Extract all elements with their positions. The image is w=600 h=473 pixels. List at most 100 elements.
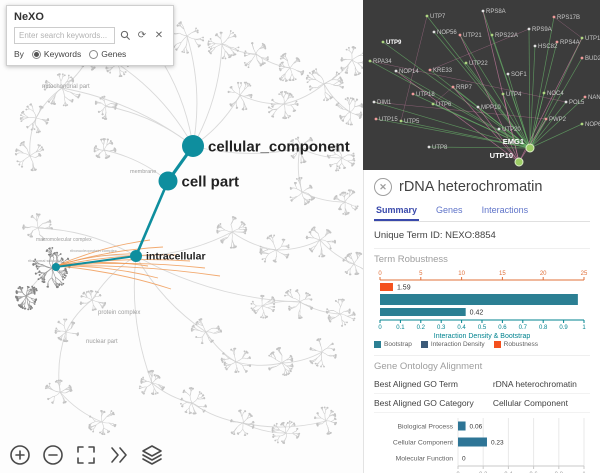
tree-node[interactable] <box>52 263 60 271</box>
network-node[interactable]: UTP6 <box>431 102 452 108</box>
network-node[interactable]: EMG1 <box>503 137 535 153</box>
radio-keywords[interactable]: Keywords <box>31 49 82 59</box>
app-title: NeXO <box>14 11 44 23</box>
svg-text:0.3: 0.3 <box>437 325 446 331</box>
network-node[interactable]: NOP14 <box>394 69 420 75</box>
network-node[interactable]: PWP2 <box>544 117 567 123</box>
svg-text:cell part: cell part <box>182 173 240 190</box>
tree-term-label: ribonucleoprotein complex <box>70 248 117 253</box>
network-node[interactable]: NOP6 <box>580 122 600 128</box>
network-node[interactable]: UTP8 <box>427 145 448 151</box>
svg-text:0.42: 0.42 <box>470 310 484 317</box>
tree-node[interactable]: cellular_component <box>182 135 350 157</box>
network-node[interactable]: UTP22 <box>464 61 489 67</box>
network-node[interactable]: DIM1 <box>372 100 392 106</box>
network-node[interactable]: NOP56 <box>432 30 458 36</box>
svg-text:HSC82: HSC82 <box>538 44 558 50</box>
search-icon[interactable] <box>118 29 132 43</box>
search-mode-group: By Keywords Genes <box>14 49 166 59</box>
tree-node[interactable]: cell part <box>158 171 240 191</box>
svg-text:UTP20: UTP20 <box>502 127 521 133</box>
svg-text:PWP2: PWP2 <box>549 117 567 123</box>
svg-text:0: 0 <box>462 456 466 463</box>
network-node[interactable]: UTP15 <box>374 117 399 123</box>
term-title: rDNA heterochromatin <box>399 179 543 195</box>
unique-term-label: Unique Term ID: <box>374 230 443 241</box>
table-row: Best Aligned GO Term rDNA heterochromati… <box>374 375 590 394</box>
search-input[interactable] <box>14 27 115 44</box>
network-node[interactable]: HSC82 <box>533 44 558 50</box>
go-term-label: Best Aligned GO Term <box>374 379 458 389</box>
layers-icon[interactable] <box>140 443 164 467</box>
clear-icon[interactable]: ✕ <box>154 29 164 41</box>
network-node[interactable]: UTP9 <box>381 40 402 46</box>
tab-genes[interactable]: Genes <box>436 205 463 215</box>
zoom-out-icon[interactable] <box>41 443 65 467</box>
svg-text:Interaction Density & Bootstra: Interaction Density & Bootstrap <box>434 333 531 340</box>
zoom-in-icon[interactable] <box>8 443 32 467</box>
tree-term-label: protein complex <box>98 310 140 316</box>
tab-summary[interactable]: Summary <box>374 203 420 221</box>
network-node[interactable]: RPS17B <box>552 15 580 21</box>
svg-text:0: 0 <box>378 325 382 331</box>
tree-node[interactable]: intracellular <box>130 250 206 263</box>
radio-genes-label: Genes <box>101 49 127 59</box>
svg-text:UTP8: UTP8 <box>432 145 448 151</box>
radio-keywords-circle <box>31 49 41 59</box>
svg-text:POL5: POL5 <box>569 100 585 106</box>
network-node[interactable]: RPS22A <box>490 33 518 39</box>
network-node[interactable]: UTP4 <box>501 92 522 98</box>
network-node[interactable]: RPS9A <box>527 27 552 33</box>
svg-text:UTP9: UTP9 <box>386 40 402 46</box>
svg-text:RPS8A: RPS8A <box>486 9 506 15</box>
network-node[interactable]: NAN1 <box>583 95 600 101</box>
network-node[interactable]: RPS4A <box>555 40 580 46</box>
svg-text:0.4: 0.4 <box>457 325 466 331</box>
fit-view-icon[interactable] <box>74 443 98 467</box>
network-node[interactable]: MPP10 <box>476 105 502 111</box>
network-node[interactable]: BUD21 <box>580 56 600 62</box>
network-node[interactable]: UTP13 <box>580 36 600 42</box>
bar-cellular-component <box>458 437 487 447</box>
svg-text:RPS17B: RPS17B <box>557 15 580 21</box>
svg-text:15: 15 <box>499 271 506 277</box>
svg-text:0.9: 0.9 <box>559 325 568 331</box>
network-node[interactable]: UTP10 <box>490 151 524 167</box>
network-node[interactable]: RRP7 <box>451 85 473 91</box>
network-node[interactable]: UTP7 <box>425 14 446 20</box>
network-node[interactable]: RPA34 <box>368 59 393 65</box>
radio-keywords-label: Keywords <box>43 49 82 59</box>
svg-text:UTP13: UTP13 <box>585 36 600 42</box>
network-node[interactable]: KRE33 <box>428 68 453 74</box>
svg-text:cellular_component: cellular_component <box>208 138 350 155</box>
network-node[interactable]: SOF1 <box>506 72 528 78</box>
network-node[interactable]: UTP21 <box>458 33 483 39</box>
network-node[interactable]: POL5 <box>564 100 585 106</box>
network-node[interactable]: UTP20 <box>497 127 522 133</box>
radio-genes-circle <box>89 49 99 59</box>
svg-text:1: 1 <box>582 325 586 331</box>
close-icon[interactable]: ✕ <box>374 178 392 196</box>
svg-text:0.5: 0.5 <box>478 325 487 331</box>
term-details-panel: ✕ rDNA heterochromatin Summary Genes Int… <box>363 170 600 473</box>
expand-icon[interactable] <box>107 443 131 467</box>
network-node[interactable]: UTP18 <box>411 92 436 98</box>
radio-genes[interactable]: Genes <box>89 49 126 59</box>
tree-term-label: membrane <box>130 169 156 175</box>
network-node[interactable]: UTP5 <box>399 119 420 125</box>
refresh-icon[interactable]: ⟳ <box>137 29 147 41</box>
table-row: Best Aligned GO Category Cellular Compon… <box>374 394 590 413</box>
network-node[interactable]: RPS8A <box>481 9 506 15</box>
svg-text:UTP22: UTP22 <box>469 61 488 67</box>
network-node[interactable]: NOC4 <box>542 91 565 97</box>
tab-interactions[interactable]: Interactions <box>481 205 529 215</box>
svg-text:0.06: 0.06 <box>470 424 483 431</box>
svg-text:RPS22A: RPS22A <box>495 33 518 39</box>
legend-item: Robustness <box>493 341 538 348</box>
